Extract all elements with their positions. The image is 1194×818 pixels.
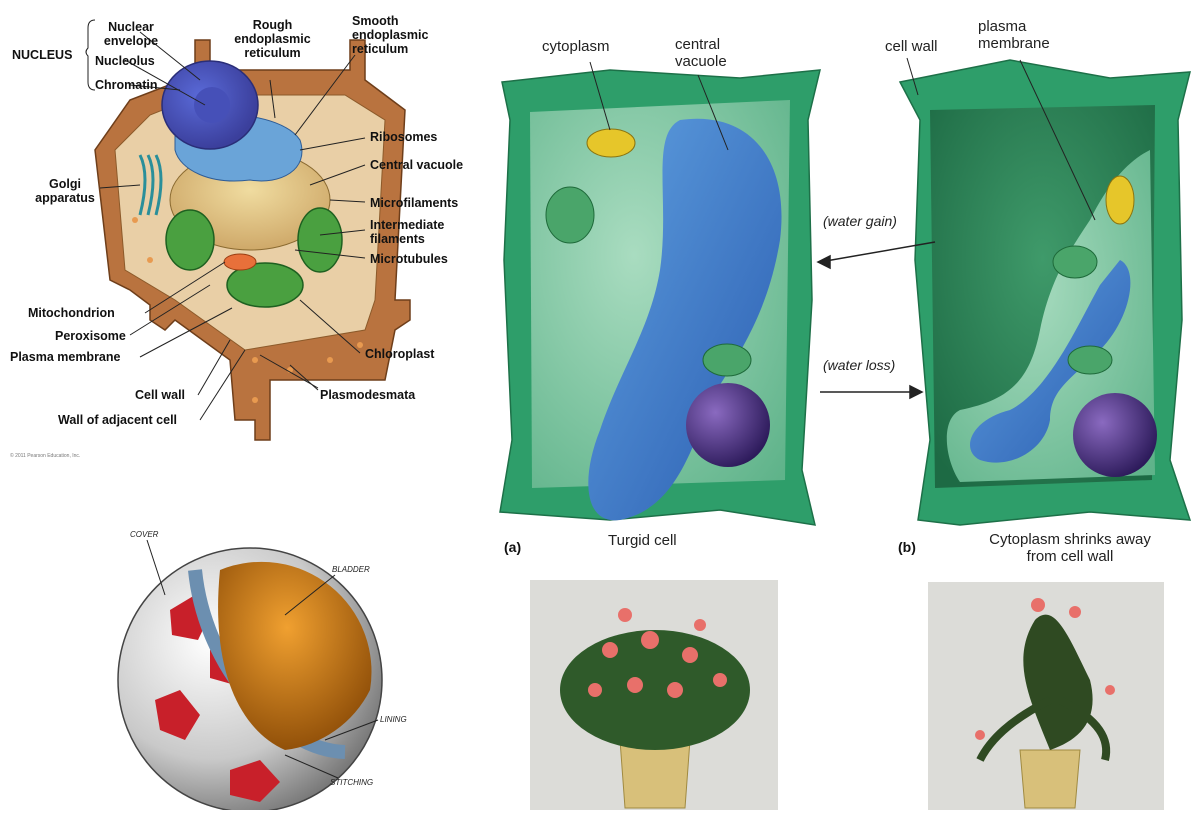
label-cell-a-letter: (a) [504,540,521,554]
label-plasma-membrane-b: plasma membrane [978,18,1058,52]
label-central-vacuole-a: central vacuole [675,36,735,70]
plant-cell-diagram: NUCLEUS Nuclear envelope Nucleolus Chrom… [0,0,480,470]
ball-diagram: COVER BLADDER LINING STITCHING [110,520,410,810]
label-cell-wall-b: cell wall [885,38,938,55]
label-plasma-membrane: Plasma membrane [10,350,120,364]
label-nucleolus: Nucleolus [95,54,155,68]
label-nuclear-envelope: Nuclear envelope [95,20,167,48]
label-microtubules: Microtubules [370,252,448,266]
ball-label-lining: LINING [380,715,407,724]
label-smooth-er: Smooth endoplasmic reticulum [352,14,447,56]
nucleus-group-label: NUCLEUS [12,48,72,62]
label-shrinks: Cytoplasm shrinks away from cell wall [985,531,1155,565]
label-central-vacuole: Central vacuole [370,158,463,172]
label-golgi: Golgi apparatus [30,177,100,205]
label-turgid-cell: Turgid cell [608,532,677,549]
ball-label-bladder: BLADDER [332,565,370,574]
label-water-loss: (water loss) [823,358,895,372]
copyright-note: © 2011 Pearson Education, Inc. [10,453,80,459]
label-wall-adjacent: Wall of adjacent cell [58,413,177,427]
label-cytoplasm: cytoplasm [542,38,610,55]
label-intermediate-filaments: Intermediate filaments [370,218,460,246]
nucleus-bracket [86,20,95,90]
ball-label-cover: COVER [130,530,158,539]
label-chloroplast: Chloroplast [365,347,434,361]
label-ribosomes: Ribosomes [370,130,437,144]
label-mitochondrion: Mitochondrion [28,306,115,320]
label-peroxisome: Peroxisome [55,329,126,343]
label-plasmodesmata: Plasmodesmata [320,388,415,402]
label-rough-er: Rough endoplasmic reticulum [225,18,320,60]
turgor-diagram: cytoplasm central vacuole cell wall plas… [490,0,1194,818]
turgor-illustration [490,0,1194,818]
ball-illustration [110,520,410,810]
ball-label-stitching: STITCHING [330,778,373,787]
label-cell-b-letter: (b) [898,540,916,554]
label-water-gain: (water gain) [823,214,897,228]
label-microfilaments: Microfilaments [370,196,458,210]
label-cell-wall: Cell wall [135,388,185,402]
label-chromatin: Chromatin [95,78,158,92]
